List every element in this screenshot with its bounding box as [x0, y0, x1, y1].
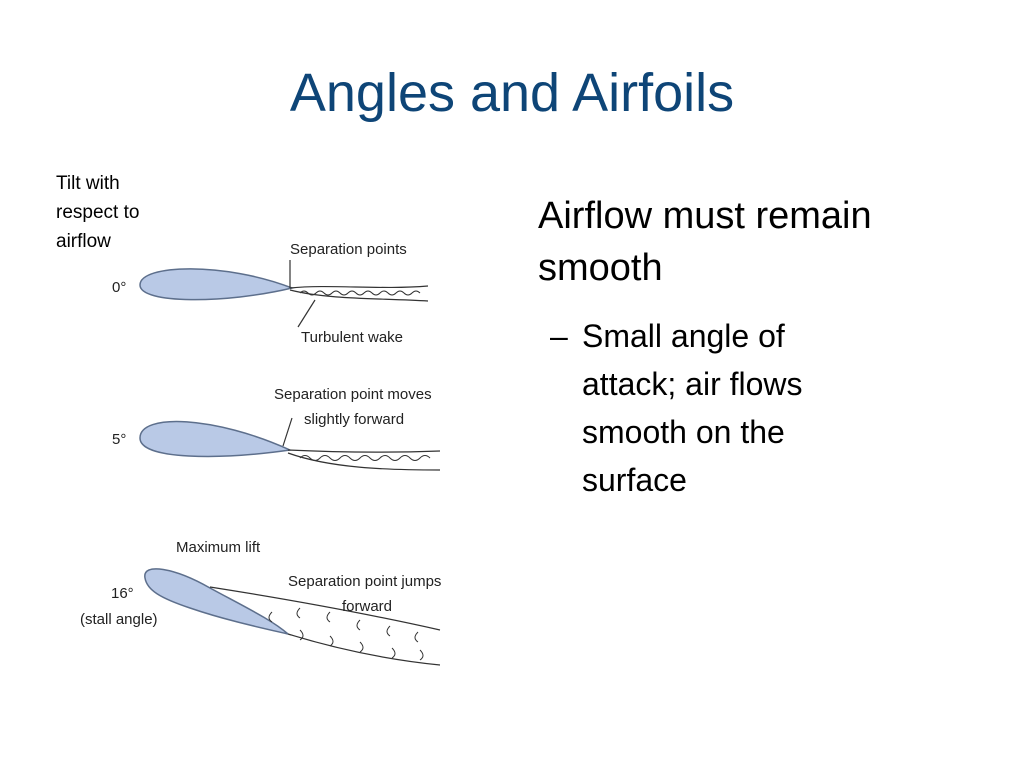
main-point-line-1: Airflow must remain [538, 195, 872, 237]
airfoil-diagram: 0° Separation points Turbulent wake 5° S… [80, 241, 441, 666]
separation-jumps-label-line-2: forward [342, 598, 392, 615]
wake-16-upper-line [209, 586, 441, 631]
separation-moves-label-line-1: Separation point moves [274, 386, 432, 403]
angle-16-label: 16° [111, 585, 134, 602]
separation-jumps-label-line-1: Separation point jumps [288, 573, 441, 590]
slide-body: Airflow must remain smooth – Small angle… [538, 190, 978, 504]
separation-moves-pointer [282, 417, 293, 447]
panel-0-degrees: 0° Separation points Turbulent wake [112, 241, 429, 346]
tilt-label-line-2: respect to [56, 202, 140, 223]
wake-0-eddies [299, 290, 421, 296]
sub-point-line-1: Small angle of [582, 318, 785, 354]
wake-5-upper-line [287, 449, 441, 453]
sub-point-line-3: smooth on the [582, 414, 785, 450]
tilt-label-line-1: Tilt with [56, 173, 120, 194]
airfoil-16-degrees [144, 568, 289, 635]
turbulent-wake-pointer [297, 299, 316, 328]
wake-0-lower-line [289, 289, 429, 302]
sub-point-line-4: surface [582, 462, 687, 498]
wake-5-eddies [299, 455, 431, 461]
max-lift-label: Maximum lift [176, 539, 261, 556]
airfoil-5-degrees [139, 420, 293, 458]
sub-bullet-dash: – [550, 318, 568, 354]
wake-16-lower-line [287, 633, 441, 666]
sub-point-line-2: attack; air flows [582, 366, 803, 402]
wake-5-lower-line [287, 452, 441, 471]
sub-point: – Small angle of attack; air flows smoot… [538, 312, 978, 504]
tilt-label-line-3: airflow [56, 231, 111, 252]
angle-5-label: 5° [112, 431, 126, 448]
slide-title: Angles and Airfoils [289, 63, 735, 123]
turbulent-wake-label: Turbulent wake [301, 329, 403, 346]
wake-0-upper-line [289, 285, 429, 289]
airfoil-0-degrees [139, 268, 295, 301]
separation-moves-label-line-2: slightly forward [304, 411, 404, 428]
main-point-line-2: smooth [538, 247, 663, 289]
panel-5-degrees: 5° Separation point moves slightly forwa… [112, 386, 441, 471]
panel-16-degrees: Maximum lift 16° (stall angle) Separatio… [80, 539, 441, 666]
main-point: Airflow must remain smooth [538, 190, 978, 294]
tilt-label: Tilt with respect to airflow [56, 169, 139, 256]
angle-0-label: 0° [112, 279, 126, 296]
stall-angle-label: (stall angle) [80, 611, 158, 628]
separation-points-label: Separation points [290, 241, 407, 258]
wake-16-eddies [268, 607, 424, 661]
